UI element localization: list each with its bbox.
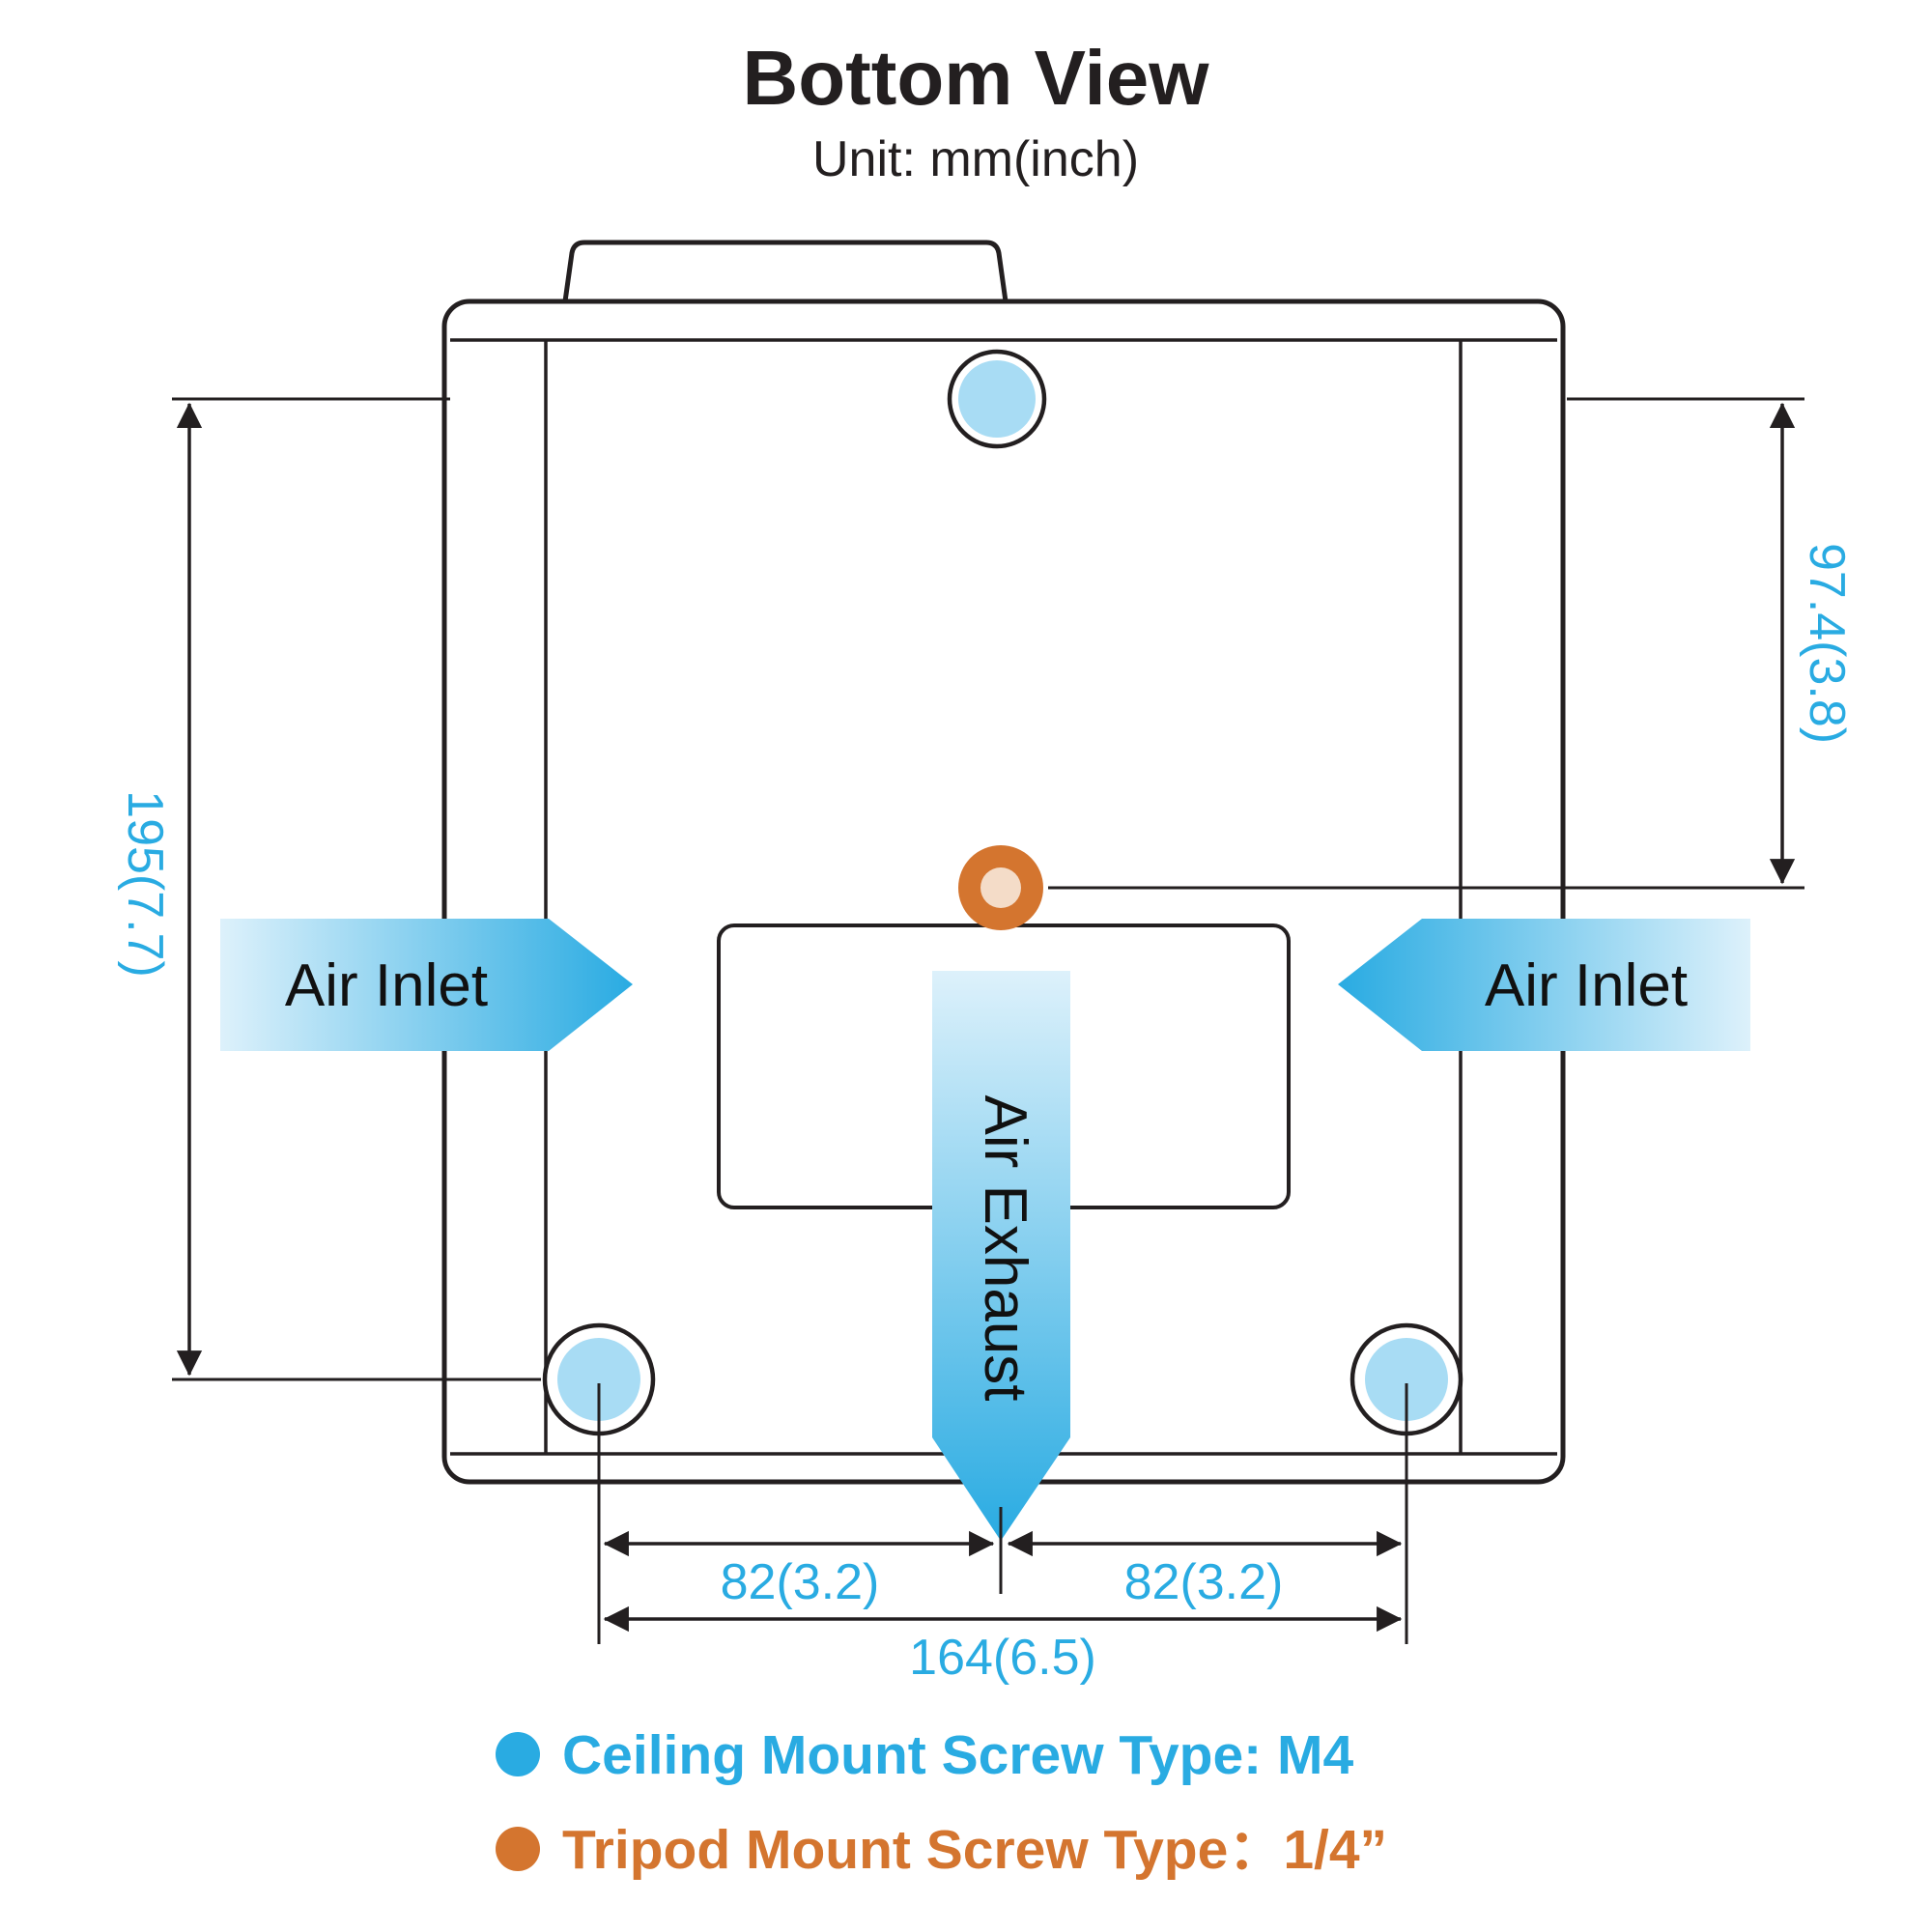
tripod-mount-screw xyxy=(958,845,1043,930)
dim-left-half-label: 82(3.2) xyxy=(721,1554,880,1610)
legend: Ceiling Mount Screw Type: M4 Tripod Moun… xyxy=(496,1724,1387,1881)
legend-ceiling-label: Ceiling Mount Screw Type: M4 xyxy=(562,1724,1353,1786)
dimension-annotations: 195(7.7) 97.4(3.8) 82(3.2) 82(3.2) 164(6… xyxy=(117,397,1855,1686)
ceiling-screw-bottom-right-fill xyxy=(1365,1338,1448,1421)
dim-height-label: 195(7.7) xyxy=(117,790,173,978)
ceiling-mount-dot-icon xyxy=(496,1732,540,1776)
air-inlet-left-label: Air Inlet xyxy=(285,952,488,1019)
lens-bump xyxy=(562,240,1009,304)
ceiling-screw-top-fill xyxy=(958,360,1036,438)
air-inlet-left-arrow xyxy=(220,919,633,1051)
dim-right-half-label: 82(3.2) xyxy=(1124,1554,1284,1610)
tripod-mount-dot-icon xyxy=(496,1827,540,1871)
air-inlet-right-arrow xyxy=(1338,919,1750,1051)
dim-total-width-label: 164(6.5) xyxy=(909,1630,1096,1686)
page-title: Bottom View xyxy=(742,35,1209,121)
air-exhaust-label: Air Exhaust xyxy=(972,1094,1038,1401)
legend-tripod-label: Tripod Mount Screw Type：1/4” xyxy=(562,1819,1387,1881)
airflow-arrows: Air Inlet Air Inlet Air Exhaust xyxy=(220,919,1750,1541)
air-inlet-right-label: Air Inlet xyxy=(1485,952,1688,1019)
ceiling-screw-bottom-left-fill xyxy=(557,1338,640,1421)
ceiling-mount-screws xyxy=(542,349,1463,1436)
tripod-screw-center xyxy=(980,867,1021,908)
air-exhaust-arrow xyxy=(932,971,1070,1541)
page-subtitle: Unit: mm(inch) xyxy=(812,131,1139,187)
dim-top-to-center-label: 97.4(3.8) xyxy=(1799,543,1855,744)
